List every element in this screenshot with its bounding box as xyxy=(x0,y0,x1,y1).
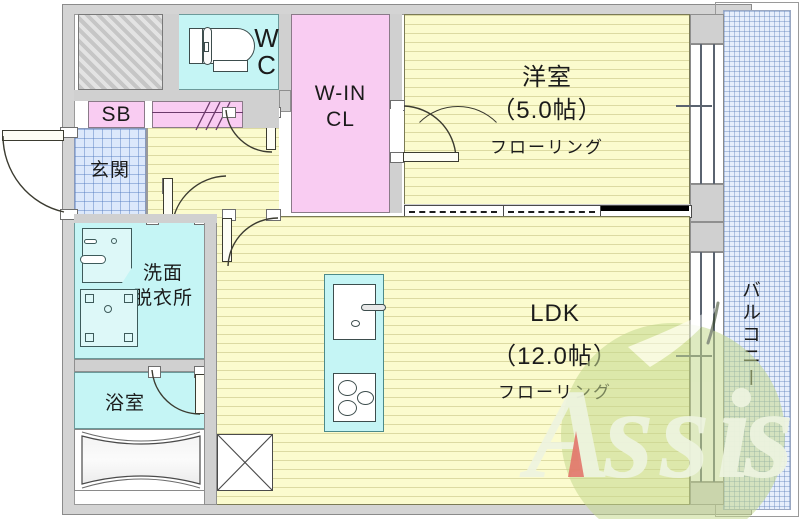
vanity-faucet-icon xyxy=(84,239,97,244)
bedroom-window-mullion-inner xyxy=(713,44,715,184)
toilet-lever-icon xyxy=(204,42,209,52)
kitchen-faucet-icon xyxy=(361,304,386,311)
ldk-window-mullion-outer xyxy=(700,252,702,482)
vanity-knob-icon xyxy=(111,238,117,244)
pipe-shaft-hatched xyxy=(78,14,163,90)
room-bath xyxy=(74,372,208,429)
entrance-label: 玄関 xyxy=(89,160,130,181)
washer-pan-corner-bl xyxy=(85,333,94,342)
stove-burner-2-icon xyxy=(357,391,374,405)
room-walk-in-closet xyxy=(291,14,390,213)
ldk-window-glass xyxy=(690,252,724,482)
wall-hallway-right xyxy=(279,90,291,112)
stove-burner-1-icon xyxy=(338,380,357,396)
bathtub-icon xyxy=(81,431,201,489)
toilet-tank-icon xyxy=(189,28,203,64)
bedroom-material-label: フローリング xyxy=(490,138,604,157)
bedroom-window-handle xyxy=(676,105,712,107)
walkin-door-leaf[interactable] xyxy=(403,152,459,162)
vanity-basin-icon xyxy=(80,255,106,264)
entrance-step-line xyxy=(146,128,148,217)
wall-closet-band xyxy=(145,90,279,101)
kitchen-drain-icon xyxy=(351,320,360,327)
ldk-material-label: フローリング xyxy=(498,383,612,402)
wc-door-swing-arc xyxy=(225,109,273,153)
partition-panel-3-fill xyxy=(601,206,689,211)
washer-pan-drain-icon xyxy=(104,305,112,313)
partition-dash-2 xyxy=(508,211,595,213)
washer-pan-icon xyxy=(80,289,138,347)
ldk-size-label: （12.0帖） xyxy=(492,343,618,370)
washroom-label-line2: 脱衣所 xyxy=(132,288,193,309)
washer-space-cross-icon xyxy=(217,434,273,491)
kitchen-sink-icon xyxy=(333,284,376,340)
walkin-door-opening xyxy=(390,109,403,152)
ldk-window-handle xyxy=(676,355,712,357)
balcony-outer-frame xyxy=(715,2,799,517)
wall-hallway-washroom xyxy=(74,214,217,223)
balcony-label: バルコニー xyxy=(739,280,760,390)
washroom-label-line1: 洗面 xyxy=(142,263,183,284)
ldk-window-mullion-inner xyxy=(713,252,715,482)
wall-wc-walkin xyxy=(279,14,291,90)
shoe-box-label: SB xyxy=(101,103,132,126)
entry-door-swing-arc xyxy=(2,135,65,213)
bath-door-swing-arc xyxy=(151,369,201,415)
wall-shaft-wc xyxy=(163,14,179,90)
washer-pan-corner-br xyxy=(124,333,133,342)
toilet-paper-holder-icon xyxy=(213,60,248,72)
hallway-closet-shelf-line xyxy=(152,112,243,114)
wall-top-band xyxy=(74,90,164,101)
ldk-door-swing-arc xyxy=(227,217,279,267)
washer-pan-corner-tr xyxy=(124,294,133,303)
bedroom-window-mullion-outer xyxy=(700,44,702,184)
walkin-door-arc-svg xyxy=(403,105,457,159)
ldk-door-leaf[interactable] xyxy=(222,218,232,262)
balcony-shoulder-ldk xyxy=(690,222,724,252)
bedroom-name-label: 洋室 xyxy=(522,64,572,91)
shoe-box xyxy=(88,101,145,128)
walkin-door-swing-arc xyxy=(403,106,513,216)
wc-label-c: C xyxy=(257,50,277,80)
partition-dash-1 xyxy=(409,211,497,213)
balcony-shoulder-top xyxy=(690,14,724,44)
bedroom-window-glass xyxy=(690,44,724,184)
ldk-name-label: LDK xyxy=(530,300,580,327)
entry-door-leaf[interactable] xyxy=(2,130,64,141)
stove-burner-3-icon xyxy=(338,400,357,416)
wall-bath-ldk xyxy=(204,214,217,505)
wall-closet-right xyxy=(243,101,279,128)
bedroom-size-label: （5.0帖） xyxy=(491,97,603,124)
bath-label: 浴室 xyxy=(104,393,145,414)
room-bedroom xyxy=(404,14,690,213)
balcony-shoulder-mid xyxy=(690,184,724,222)
walkin-label-line1: W-IN xyxy=(314,82,367,105)
wc-door-jamb-left xyxy=(222,107,236,118)
washer-pan-corner-tl xyxy=(85,294,94,303)
bath-door-jamb-left xyxy=(148,366,161,378)
wc-label-w: W xyxy=(254,23,280,53)
ldk-window-bottom-stop xyxy=(690,482,724,505)
walkin-label-line2: CL xyxy=(326,108,355,131)
